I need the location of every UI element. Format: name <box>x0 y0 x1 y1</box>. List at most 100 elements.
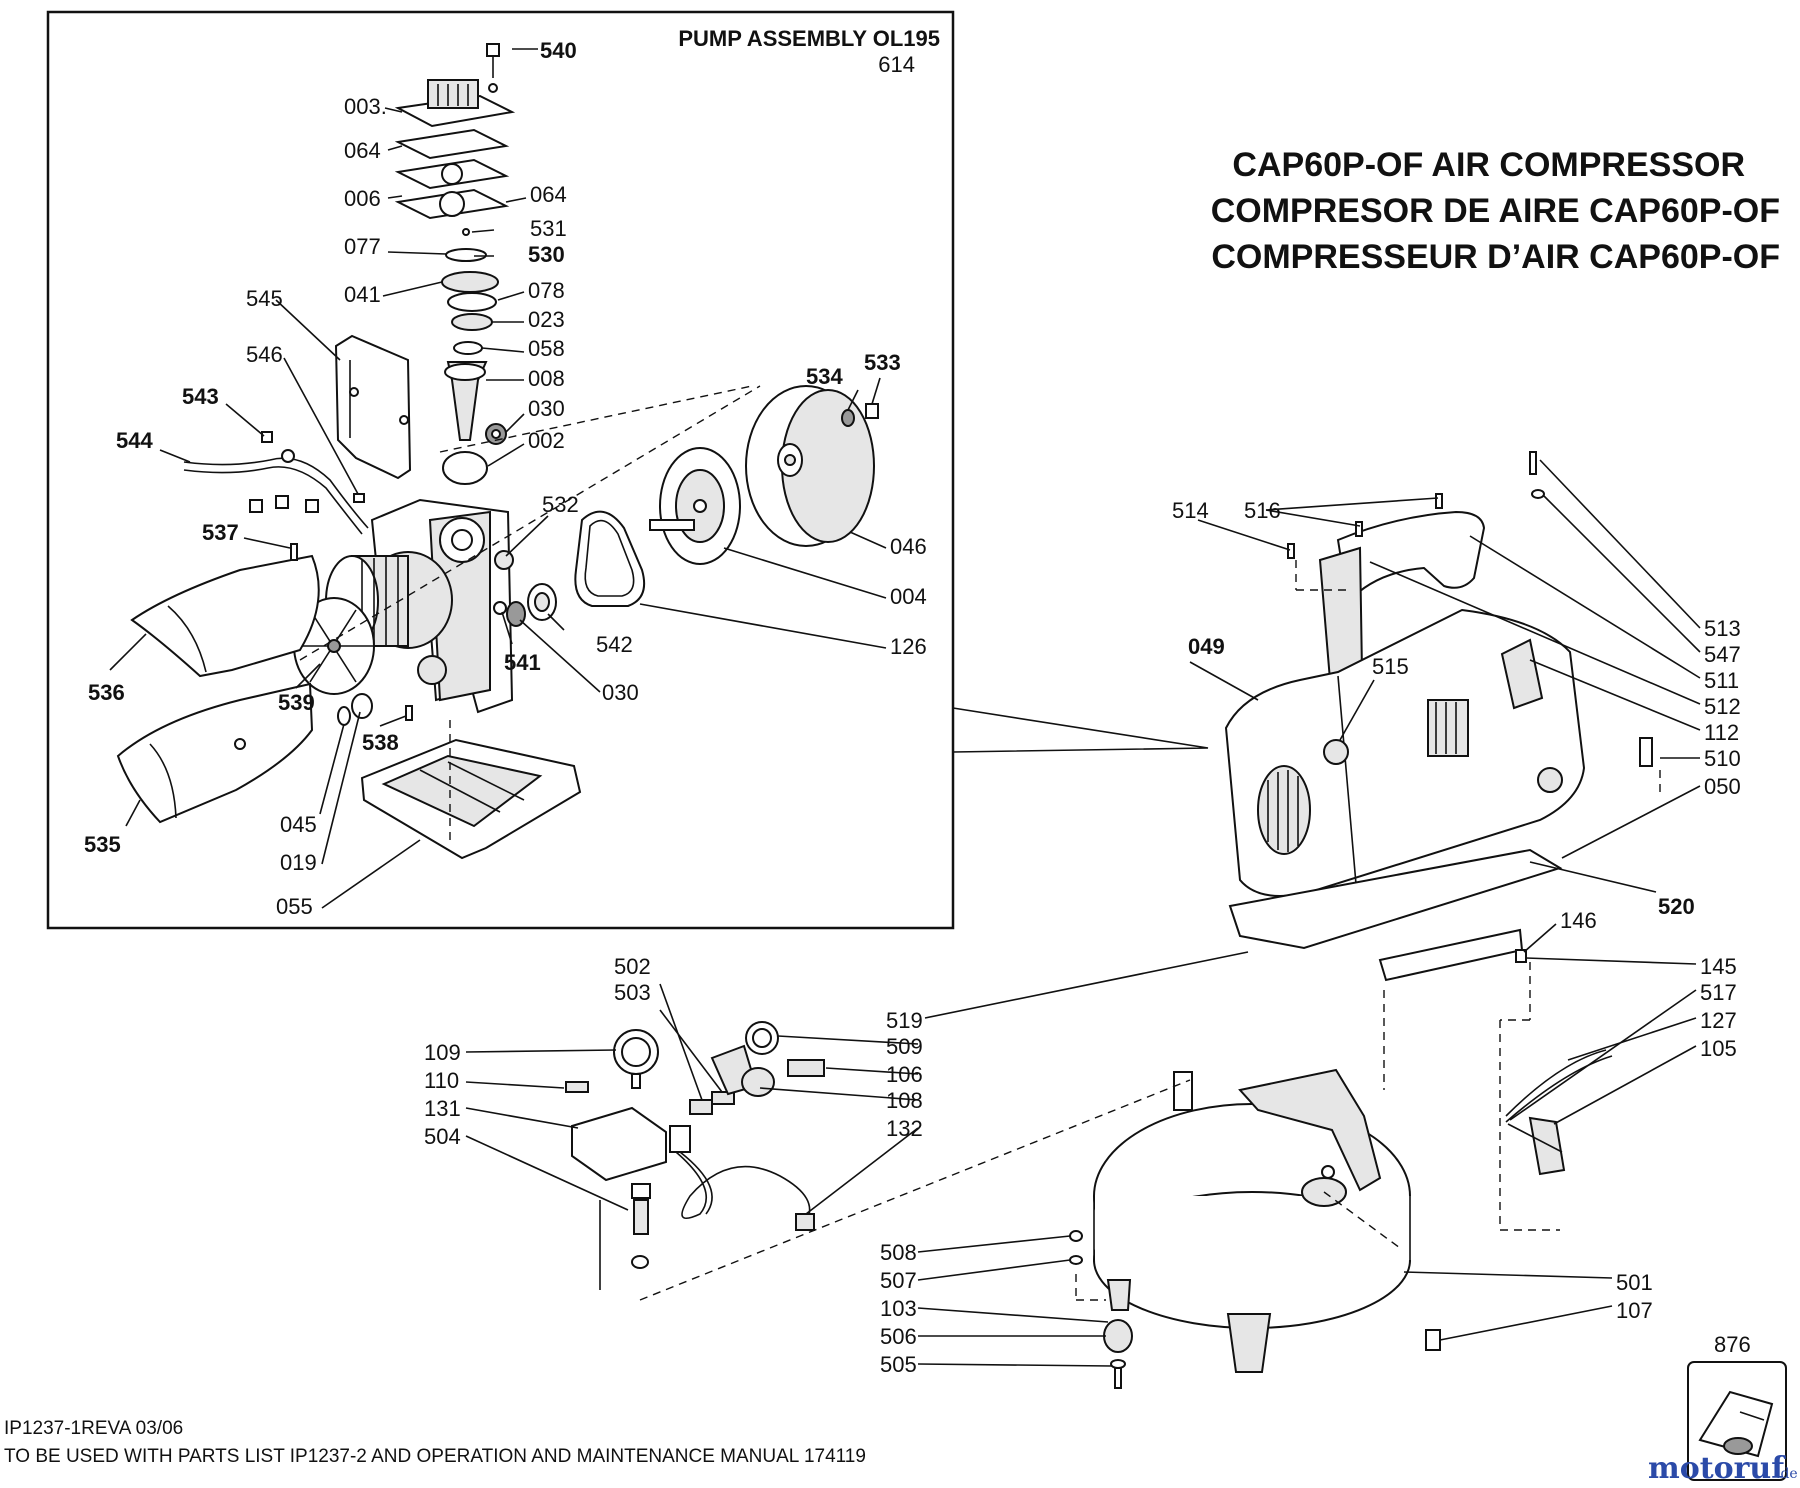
label-506: 506 <box>880 1324 917 1349</box>
label-030b: 030 <box>602 680 639 705</box>
washer-534 <box>841 409 855 427</box>
label-127: 127 <box>1700 1008 1737 1033</box>
cup-023 <box>451 313 493 331</box>
cord-terminal-3 <box>305 499 319 513</box>
washer-504 <box>631 1255 649 1269</box>
label-105: 105 <box>1700 1036 1737 1061</box>
washer-507 <box>1069 1255 1083 1265</box>
nut-504 <box>631 1183 651 1199</box>
motor-bearing <box>417 655 447 685</box>
label-510: 510 <box>1704 746 1741 771</box>
label-064a: 064 <box>344 138 381 163</box>
label-517: 517 <box>1700 980 1737 1005</box>
washer-505 <box>1110 1359 1126 1369</box>
label-004: 004 <box>890 584 927 609</box>
label-046: 046 <box>890 534 927 559</box>
label-507: 507 <box>880 1268 917 1293</box>
handle-grip-511 <box>1318 546 1364 682</box>
label-049: 049 <box>1188 634 1225 659</box>
cylinder-head-drawing <box>394 79 516 128</box>
screw-510 <box>1639 737 1653 767</box>
base-plate-foot <box>1378 928 1524 982</box>
label-045: 045 <box>280 812 317 837</box>
label-055: 055 <box>276 894 313 919</box>
pump-base-rib-1 <box>419 769 501 813</box>
belt-126 <box>574 510 646 607</box>
label-512: 512 <box>1704 694 1741 719</box>
label-132: 132 <box>886 1116 923 1141</box>
screw-514 <box>1287 543 1295 559</box>
screw-537 <box>290 543 298 561</box>
washer-019 <box>351 693 373 719</box>
label-542: 542 <box>596 632 633 657</box>
label-544: 544 <box>116 428 153 453</box>
label-876: 876 <box>1714 1332 1751 1357</box>
label-505: 505 <box>880 1352 917 1377</box>
cord-clamp <box>281 449 295 463</box>
label-538: 538 <box>362 730 399 755</box>
label-077: 077 <box>344 234 381 259</box>
cord-terminal-1 <box>249 499 263 513</box>
coupler-106 <box>787 1059 825 1077</box>
label-531: 531 <box>530 216 567 241</box>
ring-078 <box>447 292 497 312</box>
label-030a: 030 <box>528 396 565 421</box>
check-valve-105 <box>1528 1116 1566 1176</box>
manual-icon <box>1687 1361 1787 1481</box>
gauge-109-stem <box>631 1073 641 1089</box>
bolt-540-drawing <box>486 43 500 93</box>
footer-line-1: IP1237-1REVA 03/06 <box>4 1418 183 1439</box>
screw-513 <box>1529 451 1537 475</box>
label-041: 041 <box>344 282 381 307</box>
gauge-509-face <box>752 1028 772 1048</box>
label-501: 501 <box>1616 1270 1653 1295</box>
label-530: 530 <box>528 242 565 267</box>
pump-parts-drawing <box>116 43 879 860</box>
label-539: 539 <box>278 690 315 715</box>
screw-531 <box>462 228 470 236</box>
label-078: 078 <box>528 278 565 303</box>
tank-foot-rear <box>1226 1313 1272 1373</box>
bolt-504 <box>633 1199 649 1235</box>
cord-132 <box>675 1151 811 1223</box>
pulley-hub <box>693 499 707 513</box>
tank-bracket <box>1238 1068 1382 1192</box>
leader-lines <box>109 48 1701 1367</box>
fan-hub <box>327 639 341 653</box>
release-tube-127-b <box>1505 1055 1613 1123</box>
label-107: 107 <box>1616 1298 1653 1323</box>
gauge-109-face <box>621 1037 651 1067</box>
label-516: 516 <box>1244 498 1281 523</box>
belt-126-inner <box>584 519 635 597</box>
label-511: 511 <box>1704 668 1739 693</box>
belt-guard-545 <box>334 334 412 480</box>
label-514: 514 <box>1172 498 1209 523</box>
belt-guard-hole-2 <box>399 415 409 425</box>
label-541: 541 <box>504 650 541 675</box>
connecting-rod-008 <box>446 361 488 441</box>
label-103: 103 <box>880 1296 917 1321</box>
label-126: 126 <box>890 634 927 659</box>
crankcase-inner <box>428 510 491 702</box>
switch-port <box>669 1125 691 1153</box>
rod-top <box>444 363 486 381</box>
screw-543 <box>261 431 273 443</box>
label-546: 546 <box>246 342 283 367</box>
label-050: 050 <box>1704 774 1741 799</box>
label-502: 502 <box>614 954 651 979</box>
shroud-body-seam <box>1337 675 1357 885</box>
pressure-switch-131 <box>571 1106 667 1182</box>
pump-axis-lines <box>299 385 761 840</box>
label-131: 131 <box>424 1096 461 1121</box>
tank-foot-left <box>1106 1279 1132 1311</box>
washer-045 <box>337 706 351 726</box>
flywheel-hub-bore <box>784 454 796 466</box>
label-536: 536 <box>88 680 125 705</box>
rubber-foot-506 <box>1103 1319 1133 1353</box>
label-064b: 064 <box>530 182 567 207</box>
tank-mid-fill <box>1095 1196 1411 1260</box>
title-line-es: COMPRESOR DE AIRE CAP60P-OF <box>1211 192 1780 230</box>
base-plate-520 <box>1228 848 1563 950</box>
label-535: 535 <box>84 832 121 857</box>
